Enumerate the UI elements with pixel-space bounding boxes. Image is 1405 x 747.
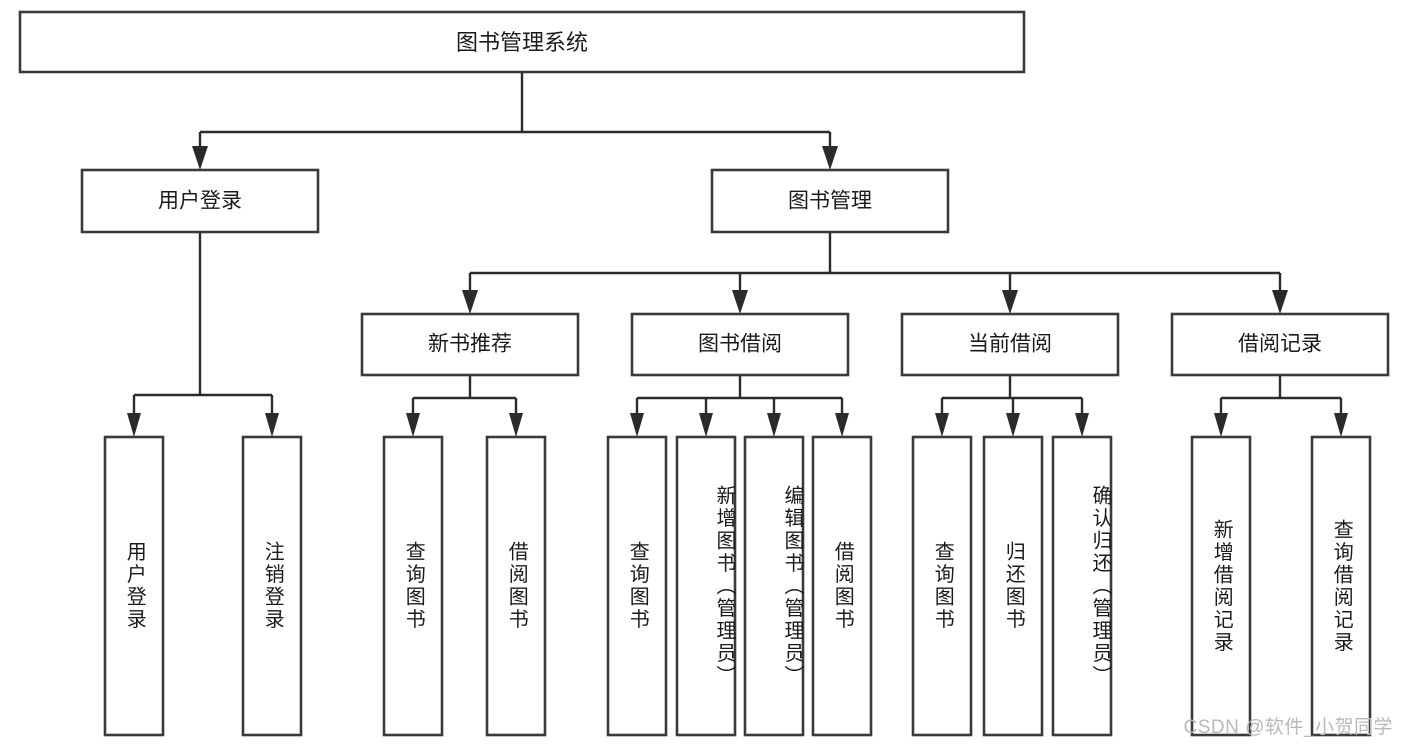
node-current-borrow-label: 当前借阅 [968, 333, 1052, 356]
leaf-box-borrow-book[interactable] [811, 435, 873, 737]
arrow-new-to-leaf2 [509, 413, 523, 437]
node-book-borrow-box [630, 312, 850, 377]
leaf-box-logout[interactable] [241, 435, 303, 737]
node-new-book-recommend[interactable]: 新书推荐 [360, 312, 580, 377]
node-current-borrow[interactable]: 当前借阅 [900, 312, 1120, 377]
node-borrow-record-box [1170, 312, 1390, 377]
arrow-borrow-to-leaf4 [835, 413, 849, 437]
node-root-box [18, 10, 1026, 74]
arrow-borrow-to-leaf3 [767, 413, 781, 437]
arrow-book-to-record [1272, 290, 1288, 314]
arrow-borrow-to-leaf2 [699, 413, 713, 437]
node-book-management-box [710, 168, 950, 234]
arrow-user-to-leaf2 [265, 413, 279, 437]
node-root-label: 图书管理系统 [456, 30, 588, 55]
node-new-book-recommend-box [360, 312, 580, 377]
node-user-login-label: 用户登录 [158, 190, 242, 213]
node-book-borrow-label: 图书借阅 [698, 333, 782, 356]
leaf-box-query-book-borrow[interactable] [606, 435, 668, 737]
watermark-text: CSDN @软件_小贺同学 [1183, 717, 1393, 738]
arrow-book-to-current [1002, 290, 1018, 314]
arrow-root-to-book [822, 146, 838, 170]
node-new-book-recommend-label: 新书推荐 [428, 333, 512, 356]
node-borrow-record-label: 借阅记录 [1238, 333, 1322, 356]
leaf-box-borrow-book-new[interactable] [485, 435, 547, 737]
arrow-record-to-leaf2 [1334, 413, 1348, 437]
arrow-current-to-leaf3 [1075, 413, 1089, 437]
leaf-box-edit-book-admin[interactable] [743, 435, 805, 737]
arrow-user-to-leaf1 [127, 413, 141, 437]
leaf-box-query-book-current[interactable] [911, 435, 973, 737]
leaf-box-query-book-new[interactable] [382, 435, 444, 737]
node-user-login-box [80, 168, 320, 234]
arrow-current-to-leaf2 [1006, 413, 1020, 437]
arrow-book-to-new [462, 290, 478, 314]
arrow-record-to-leaf1 [1214, 413, 1228, 437]
node-book-management-label: 图书管理 [788, 190, 872, 213]
node-current-borrow-box [900, 312, 1120, 377]
node-borrow-record[interactable]: 借阅记录 [1170, 312, 1390, 377]
leaf-box-query-borrow-record[interactable] [1310, 435, 1372, 737]
connector-group-book-mgmt [462, 232, 1288, 314]
arrow-book-to-borrow [732, 290, 748, 314]
connector-group-new-books [406, 375, 523, 437]
leaf-box-return-book[interactable] [982, 435, 1044, 737]
leaf-box-confirm-return-admin[interactable] [1051, 435, 1113, 737]
node-root-system[interactable]: 图书管理系统 [18, 10, 1026, 74]
node-book-management[interactable]: 图书管理 [710, 168, 950, 234]
connector-group-borrow-record [1214, 375, 1348, 437]
leaf-box-add-book-admin[interactable] [675, 435, 737, 737]
leaf-box-user-login[interactable] [103, 435, 165, 737]
connector-group-root [192, 72, 838, 170]
arrow-new-to-leaf1 [406, 413, 420, 437]
arrow-current-to-leaf1 [935, 413, 949, 437]
connector-group-current-borrow [935, 375, 1089, 437]
leaf-box-group [103, 435, 1372, 737]
arrow-borrow-to-leaf1 [630, 413, 644, 437]
connector-group-borrow-books [630, 375, 849, 437]
leaf-box-add-borrow-record[interactable] [1190, 435, 1252, 737]
arrow-root-to-user [192, 146, 208, 170]
node-user-login[interactable]: 用户登录 [80, 168, 320, 234]
node-book-borrow[interactable]: 图书借阅 [630, 312, 850, 377]
connector-group-user-login [127, 232, 279, 437]
